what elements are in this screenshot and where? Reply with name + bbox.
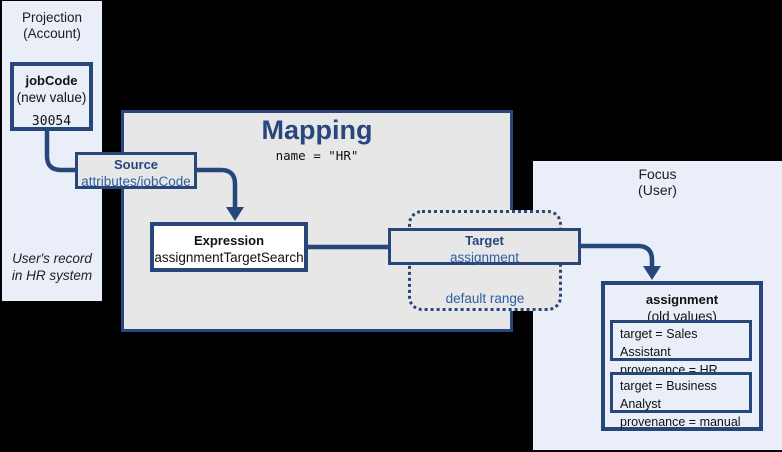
source-value: attributes/jobCode: [81, 174, 191, 189]
jobcode-box: jobCode (new value) 30054: [10, 62, 93, 131]
target-value: assignment: [449, 250, 520, 265]
focus-title-line2: (User): [638, 182, 677, 198]
assignment-entry: target = Business Analyst provenance = m…: [610, 372, 752, 429]
projection-note: User's record in HR system: [2, 250, 102, 284]
target-label: Target: [465, 233, 504, 248]
assignment-entry-provenance: provenance = manual: [620, 415, 741, 429]
default-range-label: default range: [445, 291, 525, 306]
projection-title-line2: (Account): [23, 26, 81, 41]
mapping-title: Mapping: [261, 115, 373, 145]
mapping-subtitle: name = "HR": [275, 148, 359, 163]
target-box: Target assignment: [388, 228, 581, 265]
assignment-entry: target = Sales Assistant provenance = HR: [610, 320, 752, 377]
expression-box: Expression assignmentTargetSearch: [150, 222, 308, 272]
expression-label: Expression: [193, 233, 265, 248]
jobcode-label: jobCode: [25, 73, 78, 88]
jobcode-qualifier: (new value): [16, 90, 87, 105]
focus-panel-title: Focus (User): [533, 166, 782, 198]
assignment-entry-target: target = Business Analyst: [620, 379, 717, 411]
source-box: Source attributes/jobCode: [75, 152, 197, 189]
source-label: Source: [113, 157, 159, 172]
projection-note-line2: in HR system: [11, 268, 93, 283]
assignment-label: assignment: [645, 292, 719, 307]
assignment-entry-target: target = Sales Assistant: [620, 327, 698, 359]
focus-title-line1: Focus: [638, 166, 677, 182]
expression-value: assignmentTargetSearch: [154, 250, 304, 265]
jobcode-value: 30054: [31, 114, 72, 129]
projection-title-line1: Projection: [21, 10, 83, 25]
projection-note-line1: User's record: [12, 251, 92, 266]
projection-panel-title: Projection (Account): [2, 10, 102, 42]
